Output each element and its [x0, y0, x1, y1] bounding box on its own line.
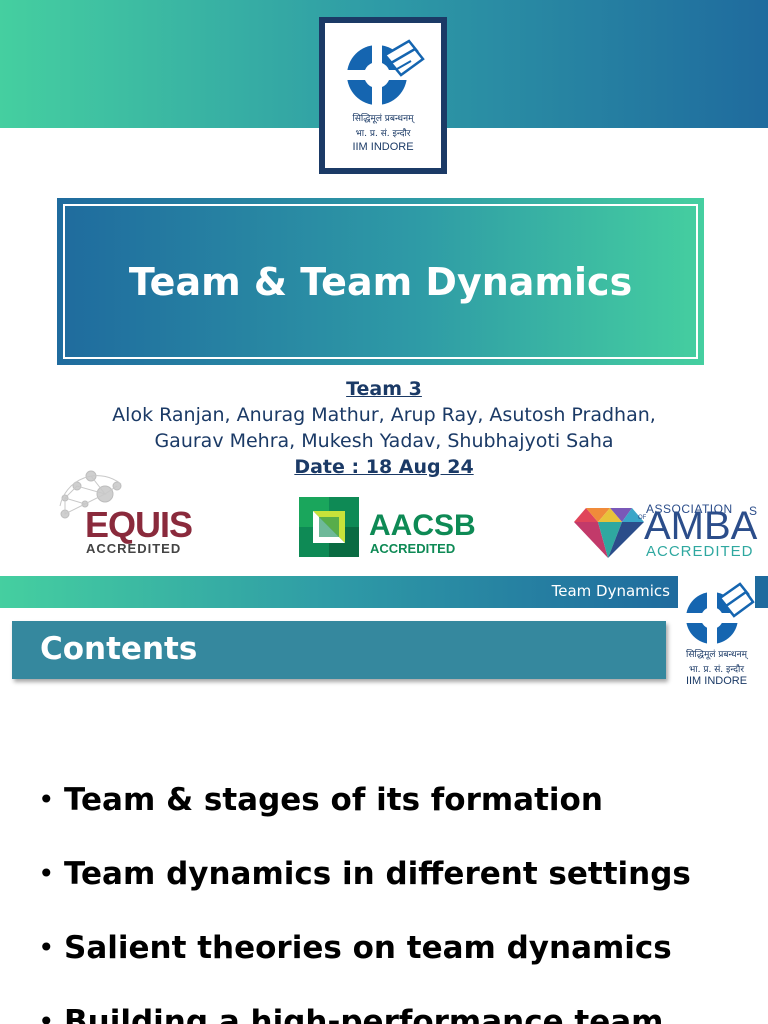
list-item: Salient theories on team dynamics — [38, 924, 738, 998]
iim-indore-logo-small: सिद्धिमूलं प्रबन्धनम् भा. प्र. सं. इन्दौ… — [678, 576, 755, 694]
iim-logo-emblem-icon — [347, 39, 425, 105]
equis-globe-icon — [59, 470, 122, 519]
list-item: Team dynamics in different settings — [38, 850, 738, 924]
team-label: Team 3 — [346, 378, 422, 400]
header-label: Team Dynamics — [551, 582, 670, 600]
amba-s-label: S — [749, 504, 758, 518]
aacsb-accreditation-logo: AACSB ACCREDITED — [299, 497, 479, 557]
contents-title: Contents — [40, 631, 198, 667]
amba-association-label: ASSOCIATION — [646, 502, 733, 516]
logo-small-name-hindi: भा. प्र. सं. इन्दौर — [688, 665, 745, 675]
contents-list: Team & stages of its formation Team dyna… — [38, 776, 738, 1024]
iim-indore-logo: सिद्धिमूलं प्रबन्धनम् भा. प्र. सं. इन्दौ… — [319, 17, 447, 174]
logo-name-hindi: भा. प्र. सं. इन्दौर — [355, 129, 411, 139]
header-gradient-band: Team Dynamics — [0, 576, 678, 608]
amba-of-label: OF — [638, 515, 647, 521]
logo-small-motto-hindi: सिद्धिमूलं प्रबन्धनम् — [686, 650, 747, 660]
presentation-date: Date : 18 Aug 24 — [294, 456, 474, 478]
aacsb-square-icon — [299, 497, 359, 557]
title-slide: सिद्धिमूलं प्रबन्धनम् भा. प्र. सं. इन्दौ… — [0, 0, 768, 564]
iim-logo-emblem-small-icon — [686, 582, 755, 644]
logo-name-english: IIM INDORE — [352, 141, 414, 153]
equis-accredited-label: ACCREDITED — [86, 541, 182, 556]
list-item: Building a high-performance team — [38, 998, 738, 1024]
team-members-line-1: Alok Ranjan, Anurag Mathur, Arup Ray, As… — [112, 404, 656, 426]
title-box: Team & Team Dynamics — [57, 198, 704, 365]
equis-name: EQUIS — [85, 504, 193, 545]
amba-diamond-icon — [574, 508, 644, 558]
amba-accreditation-logo: ASSOCIATION OF AMBA S ACCREDITED — [574, 498, 764, 564]
amba-accredited-label: ACCREDITED — [646, 543, 754, 560]
amba-name: AMBA — [644, 504, 758, 548]
logo-small-name-english: IIM INDORE — [685, 675, 748, 687]
list-item: Team & stages of its formation — [38, 776, 738, 850]
slide-title: Team & Team Dynamics — [128, 259, 633, 304]
contents-title-bar: Contents — [12, 621, 666, 679]
contents-slide: Team Dynamics सिद्धिमूलं प्रबन्धनम् भा. … — [0, 576, 768, 1024]
title-frame — [63, 204, 698, 359]
header-band-right — [755, 576, 768, 608]
team-members-line-2: Gaurav Mehra, Mukesh Yadav, Shubhajyoti … — [154, 430, 614, 452]
team-info: Team 3 Alok Ranjan, Anurag Mathur, Arup … — [0, 376, 768, 480]
aacsb-name: AACSB — [369, 509, 476, 542]
aacsb-accredited-label: ACCREDITED — [370, 541, 456, 556]
logo-motto-hindi: सिद्धिमूलं प्रबन्धनम् — [352, 114, 414, 124]
equis-accreditation-logo: EQUIS ACCREDITED — [55, 466, 205, 556]
